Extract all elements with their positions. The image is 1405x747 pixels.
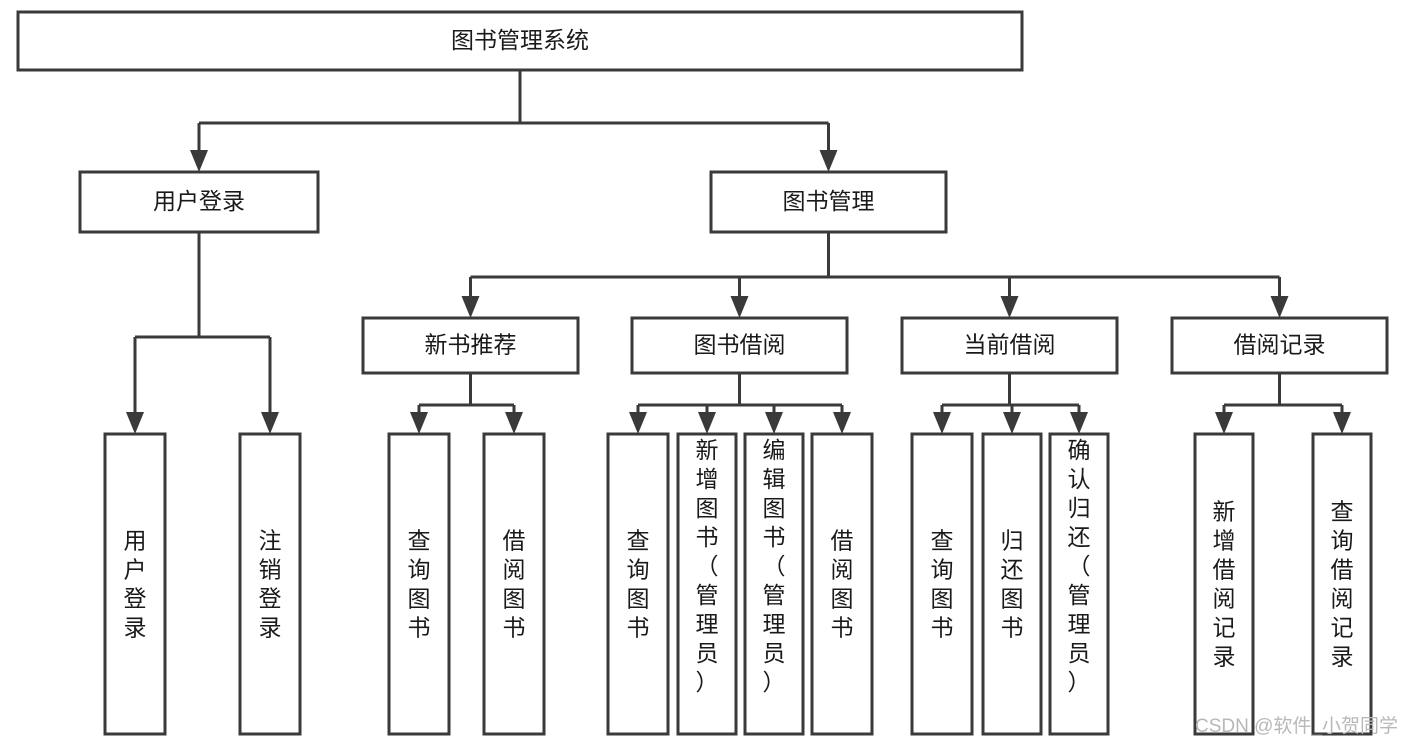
node-label-leaf-current-confirm-return: 确认归还（管理员） <box>1068 437 1091 695</box>
node-leaf-current-confirm-return[interactable]: 确认归还（管理员） <box>1048 432 1110 736</box>
node-box-leaf-borrow-add-book <box>676 432 738 736</box>
node-label-leaf-record-query: 查询借阅记录 <box>1331 499 1354 670</box>
arrow-head-leaf-user-logout <box>261 412 279 434</box>
node-label-borrow-record: 借阅记录 <box>1234 332 1326 358</box>
node-book-management[interactable]: 图书管理 <box>709 170 948 234</box>
node-leaf-user-login[interactable]: 用户登录 <box>103 432 167 736</box>
arrow-head-leaf-borrow-add-book <box>698 412 716 434</box>
node-label-leaf-user-login: 用户登录 <box>124 528 147 641</box>
node-label-root: 图书管理系统 <box>451 27 589 53</box>
node-label-leaf-borrow-borrow-book: 借阅图书 <box>831 528 854 641</box>
node-box-book-borrow <box>630 316 849 375</box>
node-label-current-borrow: 当前借阅 <box>964 332 1056 358</box>
arrow-head-leaf-borrow-borrow-book <box>833 412 851 434</box>
connector-group-book-management <box>461 232 1289 318</box>
node-label-leaf-current-return-book: 归还图书 <box>1001 528 1024 641</box>
arrow-head-leaf-recommend-query-book <box>410 412 428 434</box>
node-label-leaf-borrow-query-book: 查询图书 <box>627 528 650 641</box>
node-box-borrow-record <box>1170 316 1389 375</box>
node-label-user-login: 用户登录 <box>153 188 245 214</box>
node-user-login[interactable]: 用户登录 <box>78 170 320 234</box>
arrow-head-leaf-current-query-book <box>933 412 951 434</box>
node-box-leaf-recommend-query-book <box>387 432 451 736</box>
node-label-leaf-recommend-borrow-book: 借阅图书 <box>503 528 526 641</box>
node-box-new-book-recommend <box>361 316 580 375</box>
arrow-head-leaf-record-add <box>1215 412 1233 434</box>
node-leaf-record-add[interactable]: 新增借阅记录 <box>1193 432 1255 736</box>
node-leaf-current-return-book[interactable]: 归还图书 <box>981 432 1043 736</box>
node-box-leaf-user-logout <box>238 432 302 736</box>
node-box-leaf-borrow-borrow-book <box>810 432 874 736</box>
node-root[interactable]: 图书管理系统 <box>16 10 1024 72</box>
node-leaf-borrow-borrow-book[interactable]: 借阅图书 <box>810 432 874 736</box>
csdn-watermark: CSDN @软件_小贺同学 <box>1195 715 1398 737</box>
arrow-head-new-book-recommend <box>461 296 480 318</box>
node-new-book-recommend[interactable]: 新书推荐 <box>361 316 580 375</box>
node-leaf-borrow-edit-book[interactable]: 编辑图书（管理员） <box>743 432 805 736</box>
node-label-leaf-current-query-book: 查询图书 <box>931 528 954 641</box>
arrow-head-leaf-current-return-book <box>1003 412 1021 434</box>
arrow-head-user-login <box>190 150 208 172</box>
node-leaf-borrow-query-book[interactable]: 查询图书 <box>606 432 670 736</box>
node-label-book-borrow: 图书借阅 <box>694 332 786 358</box>
node-box-leaf-borrow-query-book <box>606 432 670 736</box>
arrow-head-leaf-borrow-edit-book <box>765 412 783 434</box>
node-label-leaf-recommend-query-book: 查询图书 <box>408 528 431 641</box>
node-box-current-borrow <box>900 316 1119 375</box>
node-leaf-record-query[interactable]: 查询借阅记录 <box>1311 432 1373 736</box>
node-box-user-login <box>78 170 320 234</box>
connector-layer <box>126 70 1351 434</box>
node-label-leaf-user-logout: 注销登录 <box>259 528 282 641</box>
connector-group-new-book-recommend <box>410 373 523 434</box>
arrow-head-leaf-record-query <box>1333 412 1351 434</box>
node-box-leaf-recommend-borrow-book <box>482 432 546 736</box>
arrow-head-leaf-recommend-borrow-book <box>505 412 523 434</box>
node-label-leaf-record-add: 新增借阅记录 <box>1213 499 1236 670</box>
node-box-leaf-borrow-edit-book <box>743 432 805 736</box>
node-leaf-user-logout[interactable]: 注销登录 <box>238 432 302 736</box>
node-label-new-book-recommend: 新书推荐 <box>425 332 517 358</box>
arrow-head-current-borrow <box>1000 296 1019 318</box>
connector-group-borrow-record <box>1215 373 1351 434</box>
node-box-leaf-record-query <box>1311 432 1373 736</box>
node-layer: 图书管理系统用户登录图书管理新书推荐图书借阅当前借阅借阅记录用户登录注销登录查询… <box>16 10 1389 736</box>
arrow-head-book-borrow <box>730 296 749 318</box>
connector-group-user-login <box>126 232 279 434</box>
node-box-leaf-current-confirm-return <box>1048 432 1110 736</box>
arrow-head-leaf-borrow-query-book <box>629 412 647 434</box>
arrow-head-borrow-record <box>1270 296 1289 318</box>
node-label-leaf-borrow-add-book: 新增图书（管理员） <box>696 437 719 695</box>
node-leaf-current-query-book[interactable]: 查询图书 <box>910 432 974 736</box>
node-box-leaf-user-login <box>103 432 167 736</box>
node-label-book-management: 图书管理 <box>783 188 875 214</box>
arrow-head-leaf-current-confirm-return <box>1070 412 1088 434</box>
node-label-leaf-borrow-edit-book: 编辑图书（管理员） <box>763 437 786 695</box>
node-book-borrow[interactable]: 图书借阅 <box>630 316 849 375</box>
arrow-head-leaf-user-login <box>126 412 144 434</box>
node-box-book-management <box>709 170 948 234</box>
arrow-head-book-management <box>819 150 838 172</box>
node-box-leaf-record-add <box>1193 432 1255 736</box>
node-leaf-recommend-query-book[interactable]: 查询图书 <box>387 432 451 736</box>
connector-group-book-borrow <box>629 373 851 434</box>
node-current-borrow[interactable]: 当前借阅 <box>900 316 1119 375</box>
connector-group-current-borrow <box>933 373 1088 434</box>
node-leaf-borrow-add-book[interactable]: 新增图书（管理员） <box>676 432 738 736</box>
node-box-leaf-current-return-book <box>981 432 1043 736</box>
connector-group-root <box>190 70 838 172</box>
node-borrow-record[interactable]: 借阅记录 <box>1170 316 1389 375</box>
node-box-root <box>16 10 1024 72</box>
node-leaf-recommend-borrow-book[interactable]: 借阅图书 <box>482 432 546 736</box>
node-box-leaf-current-query-book <box>910 432 974 736</box>
